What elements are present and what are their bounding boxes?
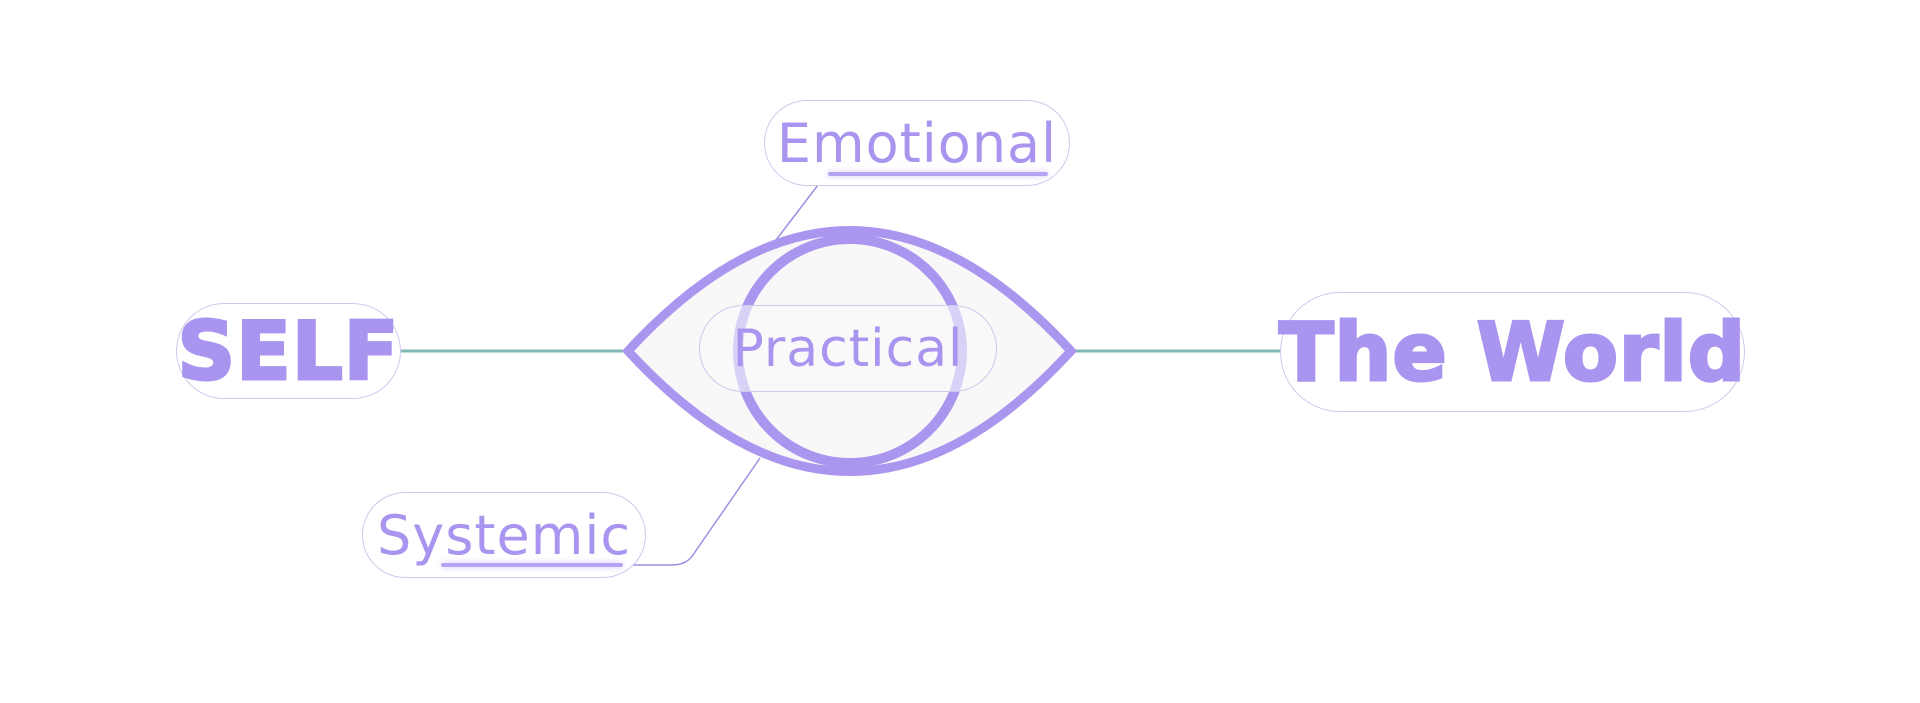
practical-node: Practical [699, 305, 997, 392]
systemic-underline [441, 563, 623, 567]
world-node: The World [1277, 292, 1747, 412]
emotional-underline [828, 172, 1048, 176]
practical-label: Practical [732, 318, 964, 379]
world-label: The World [1277, 304, 1747, 400]
self-node: SELF [176, 303, 401, 399]
connector-eye-to-systemic [608, 457, 761, 566]
connector-eye-to-emotional [775, 184, 819, 241]
emotional-label: Emotional [776, 111, 1058, 175]
self-label: SELF [176, 303, 400, 399]
emotional-node: Emotional [764, 100, 1070, 186]
systemic-label: Systemic [376, 503, 632, 567]
